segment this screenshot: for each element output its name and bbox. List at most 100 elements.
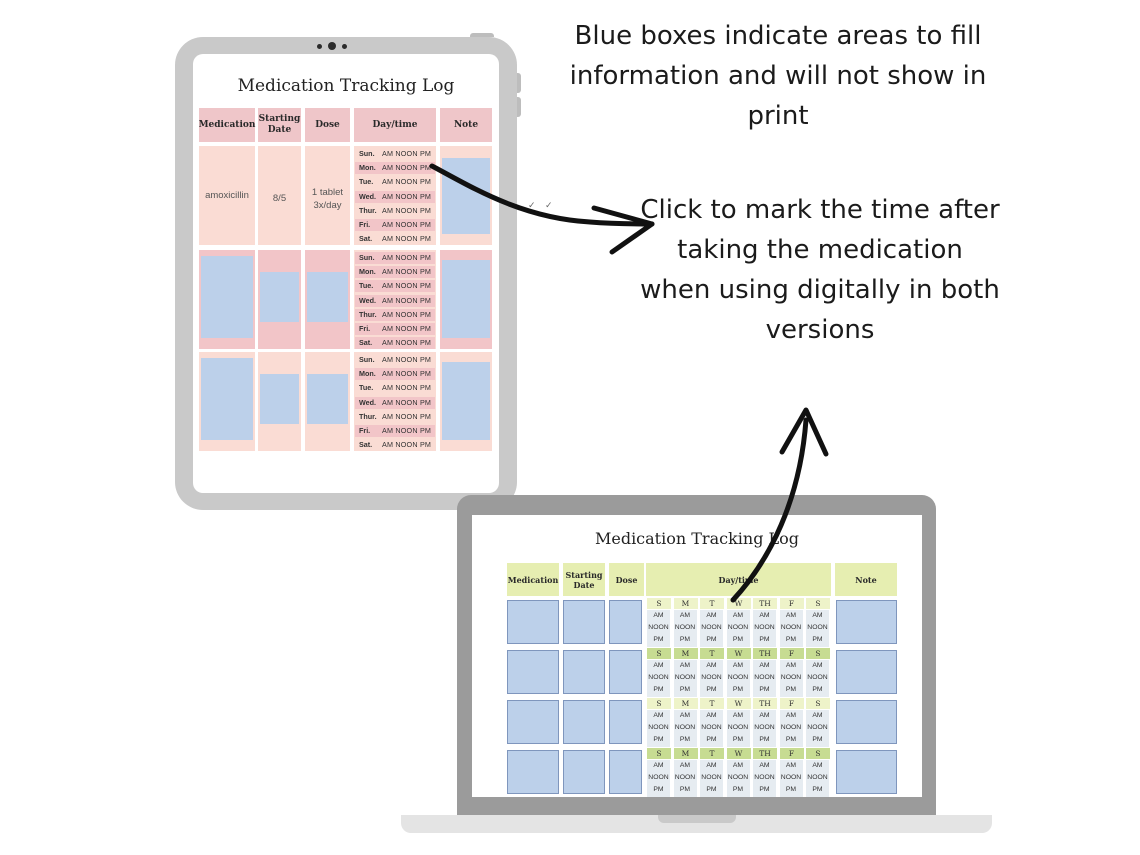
time-option[interactable]: PM bbox=[653, 636, 664, 643]
fill-in-box[interactable] bbox=[563, 600, 605, 644]
time-options[interactable]: AM NOON PM bbox=[382, 355, 432, 364]
time-options[interactable]: AM NOON PM bbox=[382, 281, 432, 291]
time-option[interactable]: PM bbox=[812, 736, 823, 743]
time-checkbox-group[interactable]: AM NOON PM bbox=[700, 710, 723, 747]
time-option[interactable]: NOON bbox=[727, 724, 749, 731]
time-options[interactable]: AM NOON PM bbox=[382, 191, 432, 201]
time-option[interactable]: AM bbox=[759, 712, 770, 719]
time-option[interactable]: PM bbox=[785, 686, 797, 693]
time-option[interactable]: PM bbox=[679, 786, 691, 793]
fill-in-box[interactable] bbox=[836, 650, 897, 694]
time-option[interactable]: NOON bbox=[674, 774, 696, 781]
time-option[interactable]: AM bbox=[732, 712, 744, 719]
time-option[interactable]: PM bbox=[679, 686, 691, 693]
fill-in-box[interactable] bbox=[836, 700, 897, 744]
fill-in-box[interactable] bbox=[201, 358, 253, 440]
time-option[interactable]: NOON bbox=[648, 674, 669, 681]
time-options[interactable]: AM NOON PM bbox=[382, 324, 432, 333]
time-option[interactable]: PM bbox=[706, 636, 717, 643]
time-option[interactable]: PM bbox=[706, 786, 717, 793]
time-options[interactable]: AM NOON PM bbox=[382, 411, 432, 421]
time-option[interactable]: NOON bbox=[780, 624, 802, 631]
time-option[interactable]: PM bbox=[785, 736, 797, 743]
time-option[interactable]: NOON bbox=[727, 624, 749, 631]
time-option[interactable]: PM bbox=[706, 686, 717, 693]
time-option[interactable]: AM bbox=[732, 762, 744, 769]
time-option[interactable]: PM bbox=[653, 736, 664, 743]
time-option[interactable]: AM bbox=[706, 712, 717, 719]
time-options[interactable]: AM NOON PM bbox=[382, 383, 432, 393]
time-option[interactable]: PM bbox=[759, 686, 770, 693]
day-row[interactable]: Fri.AM NOON PM bbox=[355, 323, 435, 335]
time-checkbox-group[interactable]: AM NOON PM bbox=[753, 710, 776, 747]
time-option[interactable]: PM bbox=[679, 636, 691, 643]
time-option[interactable]: NOON bbox=[780, 674, 802, 681]
time-checkbox-group[interactable]: AM NOON PM bbox=[673, 760, 697, 797]
time-options[interactable]: AM NOON PM bbox=[382, 397, 432, 407]
time-options[interactable]: AM NOON PM bbox=[382, 234, 432, 244]
time-option[interactable]: AM bbox=[812, 662, 823, 669]
time-option[interactable]: PM bbox=[732, 686, 744, 693]
time-option[interactable]: NOON bbox=[701, 674, 722, 681]
time-options[interactable]: AM NOON PM bbox=[382, 220, 432, 229]
time-option[interactable]: AM bbox=[759, 662, 770, 669]
time-option[interactable]: AM bbox=[679, 762, 691, 769]
time-option[interactable]: NOON bbox=[754, 724, 775, 731]
time-option[interactable]: AM bbox=[785, 612, 797, 619]
time-option[interactable]: PM bbox=[785, 636, 797, 643]
time-option[interactable]: PM bbox=[812, 786, 823, 793]
fill-in-box[interactable] bbox=[507, 750, 559, 794]
day-row[interactable]: Sat.AM NOON PM bbox=[355, 337, 435, 350]
day-row[interactable]: Thur.AM NOON PM bbox=[355, 410, 435, 423]
fill-in-box[interactable] bbox=[307, 374, 348, 424]
time-option[interactable]: NOON bbox=[754, 674, 775, 681]
time-option[interactable]: AM bbox=[679, 712, 691, 719]
time-option[interactable]: PM bbox=[706, 736, 717, 743]
fill-in-box[interactable] bbox=[836, 600, 897, 644]
time-options[interactable]: AM NOON PM bbox=[382, 309, 432, 319]
fill-in-box[interactable] bbox=[609, 650, 642, 694]
fill-in-box[interactable] bbox=[507, 650, 559, 694]
day-row[interactable]: Thur.AM NOON PM bbox=[355, 204, 435, 217]
fill-in-box[interactable] bbox=[609, 600, 642, 644]
time-option[interactable]: PM bbox=[812, 636, 823, 643]
time-option[interactable]: NOON bbox=[701, 774, 722, 781]
time-option[interactable]: NOON bbox=[648, 724, 669, 731]
fill-in-box[interactable] bbox=[260, 272, 299, 322]
day-row[interactable]: Tue.AM NOON PM bbox=[355, 176, 435, 189]
time-option[interactable]: AM bbox=[785, 762, 797, 769]
time-option[interactable]: AM bbox=[653, 612, 664, 619]
time-option[interactable]: NOON bbox=[701, 724, 722, 731]
time-option[interactable]: PM bbox=[812, 686, 823, 693]
time-options[interactable]: AM NOON PM bbox=[382, 295, 432, 305]
time-option[interactable]: NOON bbox=[727, 774, 749, 781]
time-option[interactable]: PM bbox=[759, 736, 770, 743]
time-option[interactable]: NOON bbox=[807, 774, 828, 781]
time-option[interactable]: NOON bbox=[807, 674, 828, 681]
time-options[interactable]: AM NOON PM bbox=[382, 177, 432, 187]
time-option[interactable]: PM bbox=[759, 786, 770, 793]
day-row[interactable]: Sun.AM NOON PM bbox=[355, 354, 435, 366]
fill-in-box[interactable] bbox=[507, 700, 559, 744]
time-option[interactable]: AM bbox=[679, 612, 691, 619]
time-options[interactable]: AM NOON PM bbox=[382, 253, 432, 262]
day-row[interactable]: Mon.AM NOON PM bbox=[355, 162, 435, 175]
time-options[interactable]: AM NOON PM bbox=[382, 440, 432, 450]
time-option[interactable]: NOON bbox=[754, 774, 775, 781]
time-option[interactable]: PM bbox=[653, 786, 664, 793]
time-option[interactable]: AM bbox=[706, 612, 717, 619]
fill-in-box[interactable] bbox=[563, 750, 605, 794]
fill-in-box[interactable] bbox=[442, 362, 490, 440]
